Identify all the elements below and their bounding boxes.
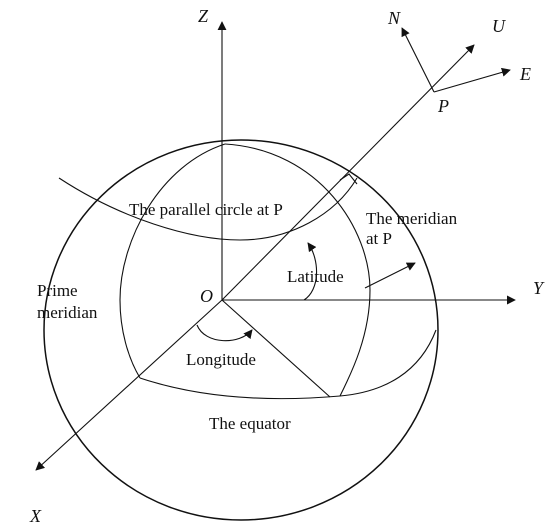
equator-label: The equator bbox=[209, 414, 291, 433]
meridian-pointer-arrow bbox=[364, 262, 416, 289]
x-axis bbox=[35, 299, 223, 471]
right-angle-marker bbox=[339, 173, 358, 185]
prime-meridian-line2: meridian bbox=[37, 303, 98, 322]
point-p-label: P bbox=[437, 96, 449, 116]
north-vector bbox=[401, 27, 435, 93]
longitude-radius bbox=[221, 299, 331, 398]
parallel-circle-label: The parallel circle at P bbox=[129, 200, 283, 219]
prime-meridian-curve bbox=[119, 143, 226, 379]
meridian-at-p-curve bbox=[224, 143, 371, 397]
latitude-arc-arrow bbox=[303, 242, 318, 301]
z-axis-label: Z bbox=[198, 6, 209, 26]
up-label: U bbox=[492, 16, 506, 36]
meridian-label-line1: The meridian bbox=[366, 209, 458, 228]
y-axis-label: Y bbox=[533, 278, 545, 298]
longitude-label: Longitude bbox=[186, 350, 256, 369]
normal-line bbox=[221, 44, 475, 301]
north-label: N bbox=[387, 8, 401, 28]
meridian-label-line2: at P bbox=[366, 229, 392, 248]
longitude-arc-arrow bbox=[196, 324, 253, 342]
equator-arc bbox=[139, 329, 437, 400]
latitude-label: Latitude bbox=[287, 267, 344, 286]
east-label: E bbox=[519, 64, 531, 84]
east-vector bbox=[433, 67, 511, 93]
parallel-circle-arc bbox=[58, 177, 358, 241]
ellipsoid-outline bbox=[43, 139, 439, 521]
prime-meridian-line1: Prime bbox=[37, 281, 78, 300]
x-axis-label: X bbox=[29, 506, 42, 526]
origin-label: O bbox=[200, 286, 213, 306]
